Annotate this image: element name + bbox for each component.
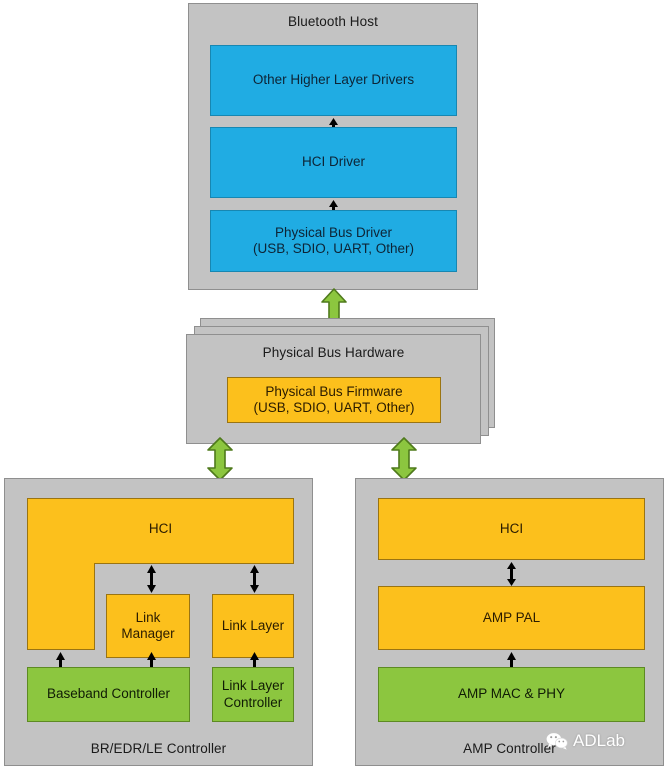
panel-amp-controller: HCI AMP PAL AMP MAC & PHY AMP Controller xyxy=(355,478,664,766)
arrow-hci-to-link-layer xyxy=(249,565,260,593)
panel-bluetooth-host: Bluetooth Host Other Higher Layer Driver… xyxy=(188,3,478,290)
hci-left-leg-segment xyxy=(27,563,95,650)
block-link-manager: Link Manager xyxy=(106,594,190,658)
block-label-line2: Manager xyxy=(121,626,175,641)
block-amp-mac-phy: AMP MAC & PHY xyxy=(378,667,645,722)
block-label-line2: (USB, SDIO, UART, Other) xyxy=(253,400,415,415)
block-hci-left-controller: HCI xyxy=(27,498,294,650)
physical-bus-hardware-title: Physical Bus Hardware xyxy=(262,345,405,360)
block-label: HCI Driver xyxy=(302,154,365,170)
watermark: ADLab xyxy=(546,731,625,751)
wechat-icon xyxy=(546,732,568,750)
block-label-line1: Link Layer xyxy=(221,617,285,633)
hci-top-segment xyxy=(27,498,294,564)
block-baseband-controller: Baseband Controller xyxy=(27,667,190,722)
block-label-line1: Link Layer xyxy=(221,678,285,694)
block-label-line2: (USB, SDIO, UART, Other) xyxy=(252,241,415,256)
block-label-line2: Controller xyxy=(223,694,283,710)
block-physical-bus-firmware: Physical Bus Firmware (USB, SDIO, UART, … xyxy=(227,377,441,423)
block-label: Other Higher Layer Drivers xyxy=(252,72,415,88)
block-label-line1: Physical Bus Driver xyxy=(274,224,393,240)
block-amp-pal: AMP PAL xyxy=(378,586,645,650)
block-physical-bus-driver: Physical Bus Driver (USB, SDIO, UART, Ot… xyxy=(210,210,457,272)
block-label-line1: Link xyxy=(135,609,161,625)
block-label: AMP MAC & PHY xyxy=(457,686,566,702)
block-label: HCI xyxy=(499,520,524,536)
panel-br-edr-le-controller: HCI Link Manager Link Layer xyxy=(4,478,313,766)
block-label: AMP PAL xyxy=(482,609,541,625)
green-arrow-bus-to-left-controller xyxy=(206,437,234,481)
block-hci-amp: HCI xyxy=(378,498,645,560)
block-label-line1: Physical Bus Firmware xyxy=(265,383,403,399)
block-link-layer: Link Layer xyxy=(212,594,294,658)
arrow-hci-to-link-manager xyxy=(146,565,157,593)
br-edr-le-controller-title: BR/EDR/LE Controller xyxy=(90,741,227,756)
green-arrow-bus-to-right-controller xyxy=(390,437,418,481)
arrow-hci-to-amp-pal xyxy=(506,562,517,586)
block-link-layer-controller: Link Layer Controller xyxy=(212,667,294,722)
block-label-line1: Baseband Controller xyxy=(46,686,171,702)
panel-physical-bus-hardware: Physical Bus Hardware Physical Bus Firmw… xyxy=(186,334,481,444)
hci-seam-patch xyxy=(28,560,94,567)
hci-label: HCI xyxy=(148,521,173,536)
amp-controller-title: AMP Controller xyxy=(463,741,556,756)
block-other-higher-layer-drivers: Other Higher Layer Drivers xyxy=(210,45,457,116)
block-hci-driver: HCI Driver xyxy=(210,127,457,198)
bluetooth-host-title: Bluetooth Host xyxy=(288,14,378,29)
watermark-text: ADLab xyxy=(573,731,625,750)
